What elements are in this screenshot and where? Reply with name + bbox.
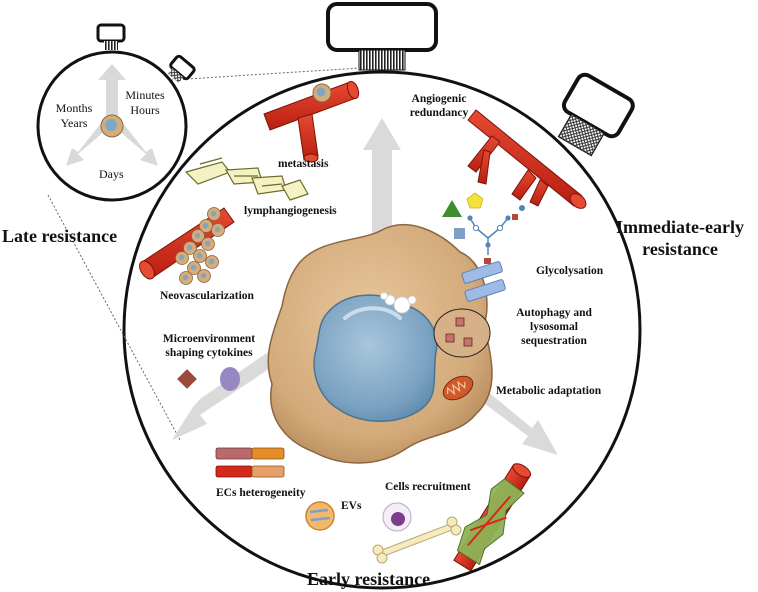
extracellular-vesicle [305,501,335,531]
nucleus-highlight [343,306,402,320]
lymphangiogenesis-label: lymphangiogenesis [244,205,337,217]
vessel-angiogenic [467,109,587,209]
yellow-pentagon [466,192,484,209]
ecs-heterogeneity-label: ECs heterogeneity [216,487,306,499]
immune-cell [382,502,412,532]
stopwatch-side-button [557,72,635,157]
early-resistance-label: Early resistance [307,569,431,589]
ecs-bars [215,447,285,478]
angiogenic-redundancy-label: Angiogenic redundancy [409,93,469,119]
neovascularization-label: Neovascularization [160,290,254,302]
autophagy-label: Autophagy and lysosomal sequestration [516,307,592,347]
tumor-cell-nucleus [202,222,209,229]
tumor-cell-nucleus [182,274,189,281]
microenvironment-label: Microenvironment shaping cytokines [162,333,256,359]
tumor-cell-nucleus [214,226,221,233]
stopwatch-crown [326,2,438,71]
tumor-cell-nucleus [178,254,185,261]
tumor-cell-nucleus [204,240,211,247]
tumor-cell-nucleus [196,252,203,259]
tumor-cell-nucleus [200,272,207,279]
tumor-cell-nucleus [208,258,215,265]
glycolysation-label: Glycolysation [536,265,604,277]
small-stopwatch [36,23,196,202]
vessel-neovascularization [139,207,235,285]
bone [372,516,462,564]
metabolic-adaptation-label: Metabolic adaptation [496,385,602,397]
tumor-cell-nucleus [190,264,197,271]
metastasis-label: metastasis [278,158,329,170]
evs-label: EVs [341,500,362,512]
immediate-early-resistance-label: Immediate-early resistance [616,217,744,259]
vesicles [380,292,417,314]
glycan-nodes [467,205,525,264]
vessel-recruitment [453,463,532,572]
cytokine-oval [220,367,240,391]
receptors [461,261,506,302]
small-clock-days: Days [99,167,124,181]
tumor-cell-nucleus [210,210,217,217]
small-clock-minutes-hours: Minutes Hours [125,88,165,117]
cytokine-diamond [177,369,197,389]
nucleus [313,294,438,422]
small-clock-months-years: Months Years [55,101,93,130]
cells-recruitment-label: Cells recruitment [385,481,471,493]
mitochondrion [442,375,474,401]
tumor-cell-nucleus [186,244,193,251]
late-resistance-label: Late resistance [2,226,118,246]
blue-square [454,228,465,239]
green-triangle [442,200,462,217]
lysosome [433,308,491,358]
tumor-cell-nucleus [194,232,201,239]
lymphatic-vessel [184,157,309,201]
vessel-metastasis [263,80,360,163]
